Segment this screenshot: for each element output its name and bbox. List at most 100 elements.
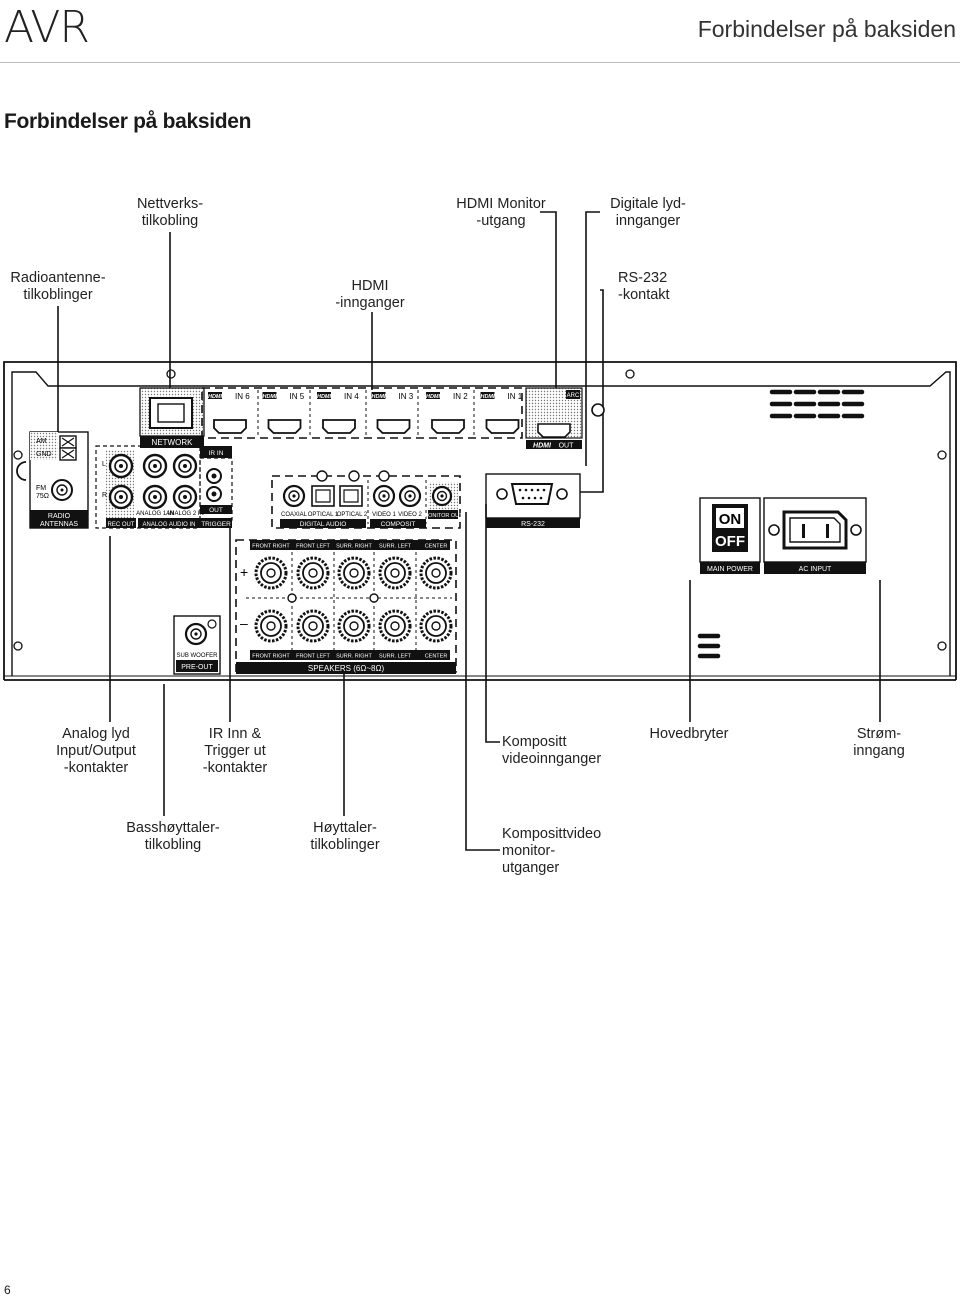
speaker-channel-top: CENTER [425, 544, 448, 550]
hdmi-out-port[interactable]: ARC HDMI OUT [525, 387, 583, 450]
trigger-label: TRIGGER [201, 521, 231, 528]
digital-audio-label: DIGITAL AUDIO [300, 521, 347, 528]
radio-label-1: RADIO [48, 513, 71, 520]
callout-line: tilkobling [144, 837, 202, 853]
callout-line: Digitale lyd- [610, 196, 686, 212]
composite-label: COMPOSIT [381, 521, 416, 528]
header-divider [0, 62, 960, 63]
main-power-switch[interactable]: ON OFF MAIN POWER [699, 497, 761, 574]
coaxial-jack[interactable] [282, 484, 306, 508]
callout-line: HDMI [351, 278, 389, 294]
coaxial-label: COAXIAL [281, 512, 308, 518]
rca-jack[interactable] [142, 484, 168, 510]
speaker-channel-top: SURR. RIGHT [336, 544, 372, 550]
speaker-channel-top: FRONT LEFT [296, 544, 330, 550]
callout-hdmi-monitor: HDMI Monitor -utgang [446, 196, 556, 230]
hdmi-input-port[interactable]: HDMI IN 3 [371, 392, 414, 434]
leader-digital-audio [585, 211, 600, 466]
rca-jack[interactable] [108, 453, 134, 479]
video-1-jack[interactable] [372, 484, 396, 508]
subwoofer-preout: SUB WOOFER PRE-OUT [173, 615, 221, 675]
callout-line: tilkobling [141, 213, 199, 229]
rca-jack[interactable] [142, 453, 168, 479]
callout-composite-in: Kompositt videoinnganger [502, 734, 612, 768]
callout-line: -innganger [335, 295, 405, 311]
ac-input-label: AC INPUT [799, 566, 832, 573]
callout-line: monitor- [502, 843, 556, 859]
speaker-channel-bottom: FRONT RIGHT [252, 654, 290, 660]
callout-line: RS-232 [618, 270, 668, 286]
hdmi-out-label: OUT [559, 443, 575, 450]
callout-line: HDMI Monitor [456, 196, 546, 212]
hdmi-input-label: IN 3 [399, 392, 414, 401]
speaker-binding-post[interactable] [296, 556, 330, 590]
callout-line: Nettverks- [136, 196, 204, 212]
speaker-binding-post[interactable] [254, 609, 288, 643]
hdmi-input-label: IN 6 [235, 392, 250, 401]
screw-icon [287, 593, 297, 603]
hdmi-input-label: IN 1 [508, 392, 523, 401]
rs232-port[interactable]: RS-232 [485, 473, 581, 528]
screw-icon [591, 403, 605, 417]
video-2-jack[interactable] [398, 484, 422, 508]
speaker-channel-bottom: CENTER [425, 654, 448, 660]
screw-icon [369, 593, 379, 603]
digital-audio-composite-block: COAXIAL OPTICAL 1 OPTICAL 2 VIDEO 1 VIDE… [271, 470, 463, 529]
brand-logo: AVR [4, 2, 90, 53]
callout-network: Nettverks- tilkobling [120, 196, 220, 230]
ac-input-socket[interactable]: AC INPUT [763, 497, 867, 574]
speaker-binding-post[interactable] [337, 609, 371, 643]
callout-line: tilkoblinger [310, 837, 380, 853]
analog-jacks [108, 453, 198, 510]
speaker-channel-top: FRONT RIGHT [252, 544, 290, 550]
on-label: ON [719, 511, 742, 528]
speaker-binding-post[interactable] [419, 609, 453, 643]
optical-1-port[interactable] [311, 485, 335, 507]
speaker-binding-post[interactable] [337, 556, 371, 590]
network-label: NETWORK [152, 438, 194, 447]
leader-composite-out [465, 512, 500, 851]
analog1-label: ANALOG 1 IN [136, 511, 174, 517]
hdmi-logo: HDMI [371, 394, 386, 400]
speakers-label: SPEAKERS (6Ω~8Ω) [308, 664, 385, 673]
hdmi-input-label: IN 5 [290, 392, 305, 401]
callout-hdmi-inputs: HDMI -innganger [330, 278, 410, 312]
optical-2-port[interactable] [339, 485, 363, 507]
rca-jack[interactable] [172, 484, 198, 510]
callout-line: -utgang [476, 213, 526, 229]
callout-ir-trigger: IR Inn & Trigger ut -kontakter [190, 726, 280, 777]
callout-line: Høyttaler- [313, 820, 377, 836]
page-number: 6 [4, 1283, 11, 1297]
header-title: Forbindelser på baksiden [697, 16, 956, 42]
hdmi-input-label: IN 4 [344, 392, 359, 401]
speaker-binding-post[interactable] [296, 609, 330, 643]
leader-hdmi-out [540, 211, 557, 432]
callout-line: -kontakter [202, 760, 268, 776]
speaker-binding-post[interactable] [378, 556, 412, 590]
am-terminal[interactable] [59, 435, 77, 461]
callout-line: utganger [502, 860, 560, 876]
speaker-binding-post[interactable] [254, 556, 288, 590]
fm-connector[interactable] [51, 479, 73, 501]
section-title: Forbindelser på baksiden [4, 110, 252, 133]
speaker-binding-post[interactable] [419, 556, 453, 590]
monitor-out-jack[interactable] [431, 485, 453, 507]
callout-speakers: Høyttaler- tilkoblinger [300, 820, 390, 854]
speaker-binding-post[interactable] [378, 609, 412, 643]
rca-jack[interactable] [172, 453, 198, 479]
leader-rs232 [580, 289, 604, 493]
arc-label: ARC [567, 393, 580, 399]
subwoofer-jack[interactable] [184, 622, 208, 646]
callout-line: tilkoblinger [23, 287, 93, 303]
rca-jack[interactable] [108, 484, 134, 510]
network-port[interactable]: NETWORK [139, 387, 205, 448]
radio-label-2: ANTENNAS [40, 521, 78, 528]
vents [697, 389, 865, 659]
